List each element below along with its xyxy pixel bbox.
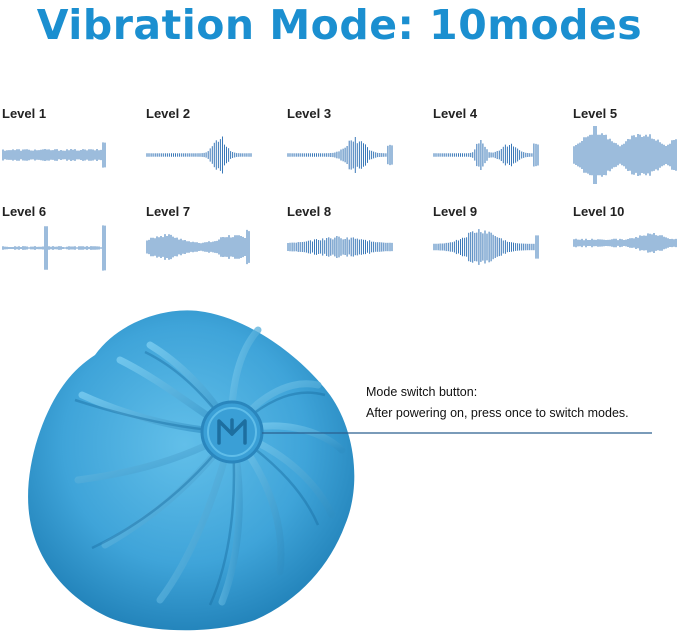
level-2-waveform	[146, 136, 252, 174]
level-10-waveform	[573, 233, 677, 253]
level-7-label: Level 7	[146, 204, 191, 219]
m-logo-icon	[217, 418, 247, 445]
level-3-label: Level 3	[287, 106, 332, 121]
level-7-waveform	[146, 229, 250, 265]
level-10-label: Level 10	[573, 204, 625, 219]
level-9-label: Level 9	[433, 204, 478, 219]
button-info-heading: Mode switch button:	[366, 385, 478, 399]
level-4-label: Level 4	[433, 106, 478, 121]
ball-body	[28, 310, 355, 631]
level-3-waveform	[287, 137, 393, 173]
level-5-label: Level 5	[573, 106, 618, 121]
level-8-label: Level 8	[287, 204, 332, 219]
level-4-waveform	[433, 140, 539, 170]
massage-ball-illustration	[28, 310, 355, 631]
level-1-label: Level 1	[2, 106, 47, 121]
level-5-waveform	[573, 126, 677, 184]
level-1-waveform	[2, 142, 106, 168]
level-8-waveform	[287, 236, 393, 258]
level-6-waveform	[2, 225, 106, 271]
level-9-waveform	[433, 229, 539, 265]
level-2-label: Level 2	[146, 106, 191, 121]
page-title: Vibration Mode: 10modes	[36, 1, 643, 49]
button-info-description: After powering on, press once to switch …	[366, 406, 629, 420]
level-6-label: Level 6	[2, 204, 47, 219]
leader-line	[262, 432, 652, 434]
